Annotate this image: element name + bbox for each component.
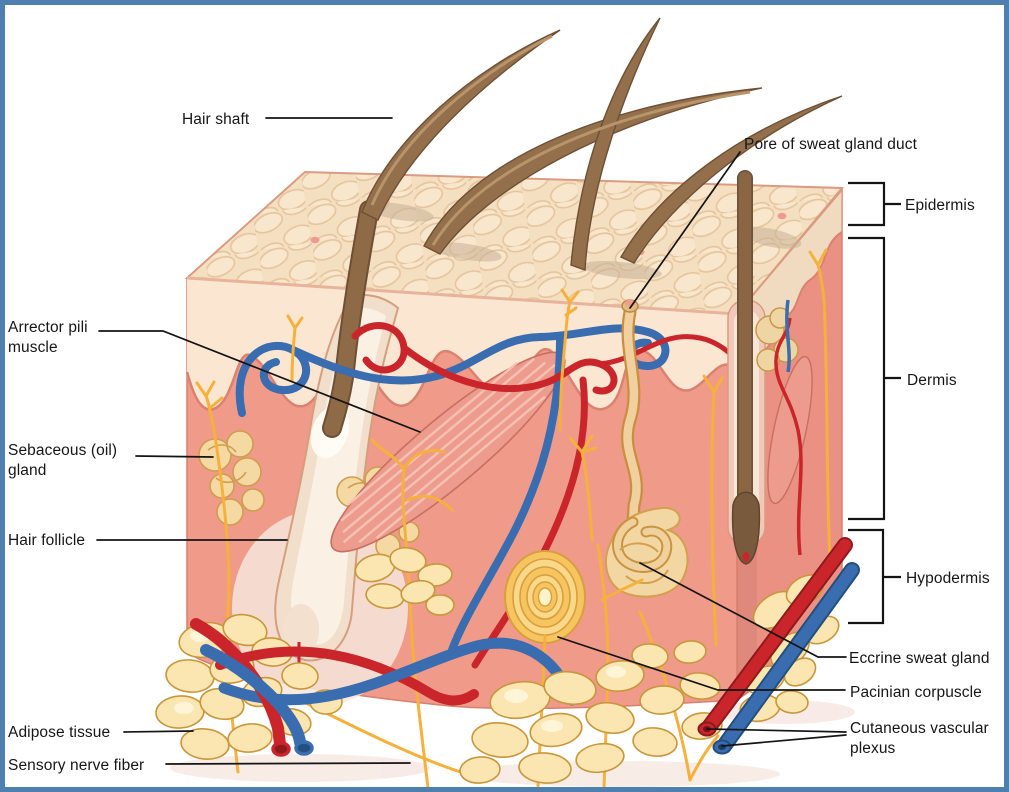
label-cutaneous-vascular-plexus: Cutaneous vascular plexus <box>850 719 998 760</box>
label-hair-shaft: Hair shaft <box>182 110 249 130</box>
label-sensory-nerve-fiber: Sensory nerve fiber <box>8 756 144 776</box>
label-pore-of-sweat-gland-duct: Pore of sweat gland duct <box>744 135 917 155</box>
label-sebaceous-oil-gland: Sebaceous (oil) gland <box>8 441 130 482</box>
label-hair-follicle: Hair follicle <box>8 531 85 551</box>
pacinian-corpuscle <box>505 551 585 643</box>
label-adipose-tissue: Adipose tissue <box>8 723 110 743</box>
label-eccrine-sweat-gland: Eccrine sweat gland <box>849 649 990 669</box>
layer-brackets <box>848 183 901 623</box>
label-epidermis: Epidermis <box>905 196 975 216</box>
label-dermis: Dermis <box>907 371 957 391</box>
label-hypodermis: Hypodermis <box>906 569 990 589</box>
label-arrector-pili-muscle: Arrector pili muscle <box>8 318 100 359</box>
label-pacinian-corpuscle: Pacinian corpuscle <box>850 683 982 703</box>
